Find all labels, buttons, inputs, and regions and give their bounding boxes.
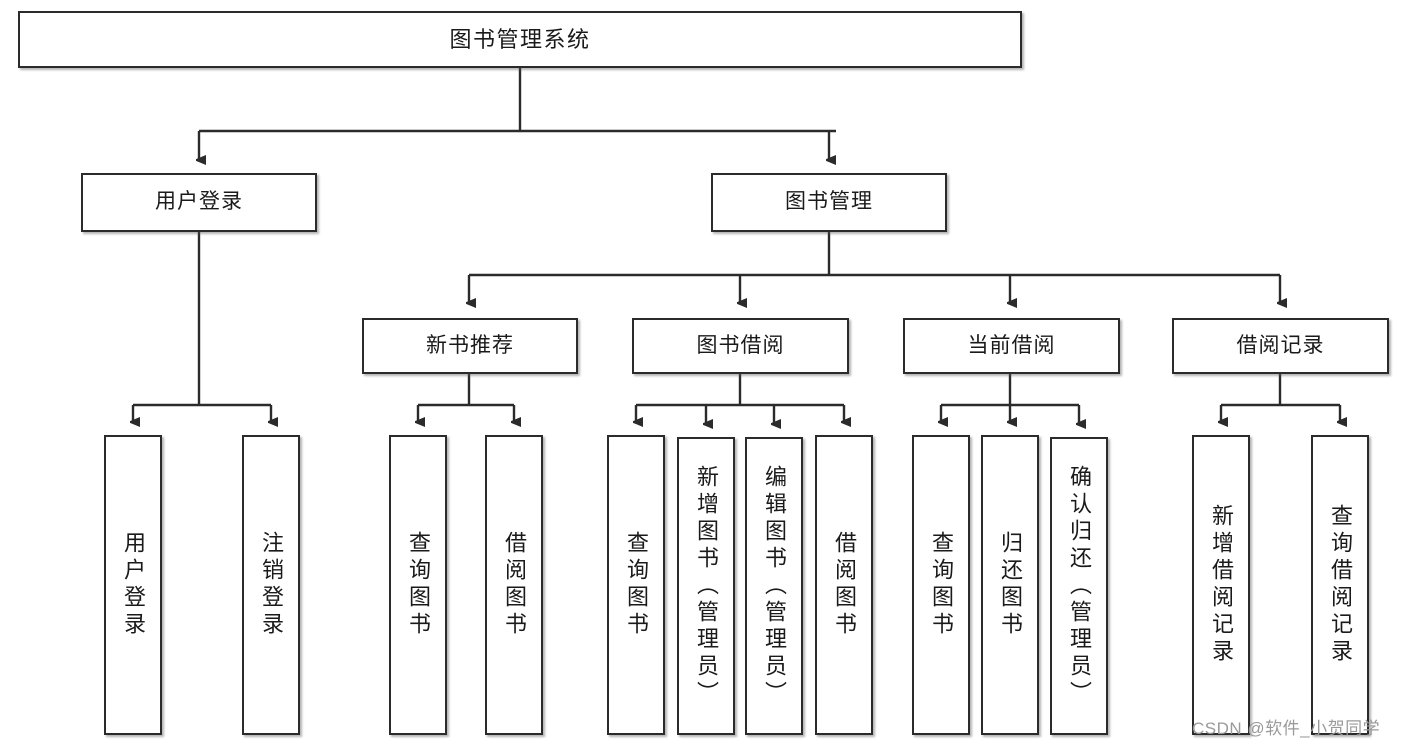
watermark-text: CSDN @软件_小贺同学	[1192, 719, 1381, 738]
node-label: 图书管理	[785, 190, 873, 214]
leaf-borrow-edit-book[interactable]: 编辑图书（管理员）	[745, 437, 803, 735]
leaf-record-query-record[interactable]: 查询借阅记录	[1311, 435, 1369, 735]
node-label: 借阅图书	[832, 531, 857, 639]
node-label: 查询借阅记录	[1328, 504, 1353, 666]
leaf-borrow-add-book[interactable]: 新增图书（管理员）	[677, 437, 735, 735]
node-user-login[interactable]: 用户登录	[81, 173, 317, 232]
leaf-current-confirm-return[interactable]: 确认归还（管理员）	[1050, 437, 1108, 735]
leaf-recommend-query-book[interactable]: 查询图书	[389, 435, 447, 735]
node-label: 查询图书	[624, 531, 649, 639]
node-label: 新书推荐	[426, 333, 514, 357]
node-root-system[interactable]: 图书管理系统	[18, 11, 1022, 68]
node-label: 用户登录	[155, 190, 243, 214]
node-book-borrow[interactable]: 图书借阅	[632, 318, 849, 374]
node-book-management[interactable]: 图书管理	[711, 173, 947, 232]
leaf-current-return-book[interactable]: 归还图书	[981, 435, 1039, 735]
node-label: 新增图书（管理员）	[694, 464, 719, 708]
node-current-borrow[interactable]: 当前借阅	[903, 318, 1120, 374]
leaf-user-login-login[interactable]: 用户登录	[104, 435, 162, 735]
leaf-record-add-record[interactable]: 新增借阅记录	[1192, 435, 1250, 735]
node-label: 新增借阅记录	[1209, 504, 1234, 666]
node-label: 图书管理系统	[449, 26, 591, 52]
node-label: 编辑图书（管理员）	[762, 464, 787, 708]
node-borrow-record[interactable]: 借阅记录	[1172, 318, 1389, 374]
node-new-book-recommend[interactable]: 新书推荐	[362, 318, 578, 374]
node-label: 借阅记录	[1236, 333, 1325, 357]
leaf-user-login-logout[interactable]: 注销登录	[242, 435, 300, 735]
leaf-current-query-book[interactable]: 查询图书	[912, 435, 970, 735]
node-label: 借阅图书	[502, 531, 527, 639]
node-label: 查询图书	[929, 531, 954, 639]
node-label: 归还图书	[998, 531, 1023, 639]
node-label: 查询图书	[406, 531, 431, 639]
leaf-borrow-query-book[interactable]: 查询图书	[607, 435, 665, 735]
node-label: 图书借阅	[696, 333, 785, 357]
leaf-borrow-borrow-book[interactable]: 借阅图书	[815, 435, 873, 735]
node-label: 确认归还（管理员）	[1067, 464, 1092, 708]
node-label: 注销登录	[259, 531, 284, 639]
node-label: 用户登录	[121, 531, 146, 639]
node-label: 当前借阅	[967, 333, 1056, 357]
leaf-recommend-borrow-book[interactable]: 借阅图书	[485, 435, 543, 735]
